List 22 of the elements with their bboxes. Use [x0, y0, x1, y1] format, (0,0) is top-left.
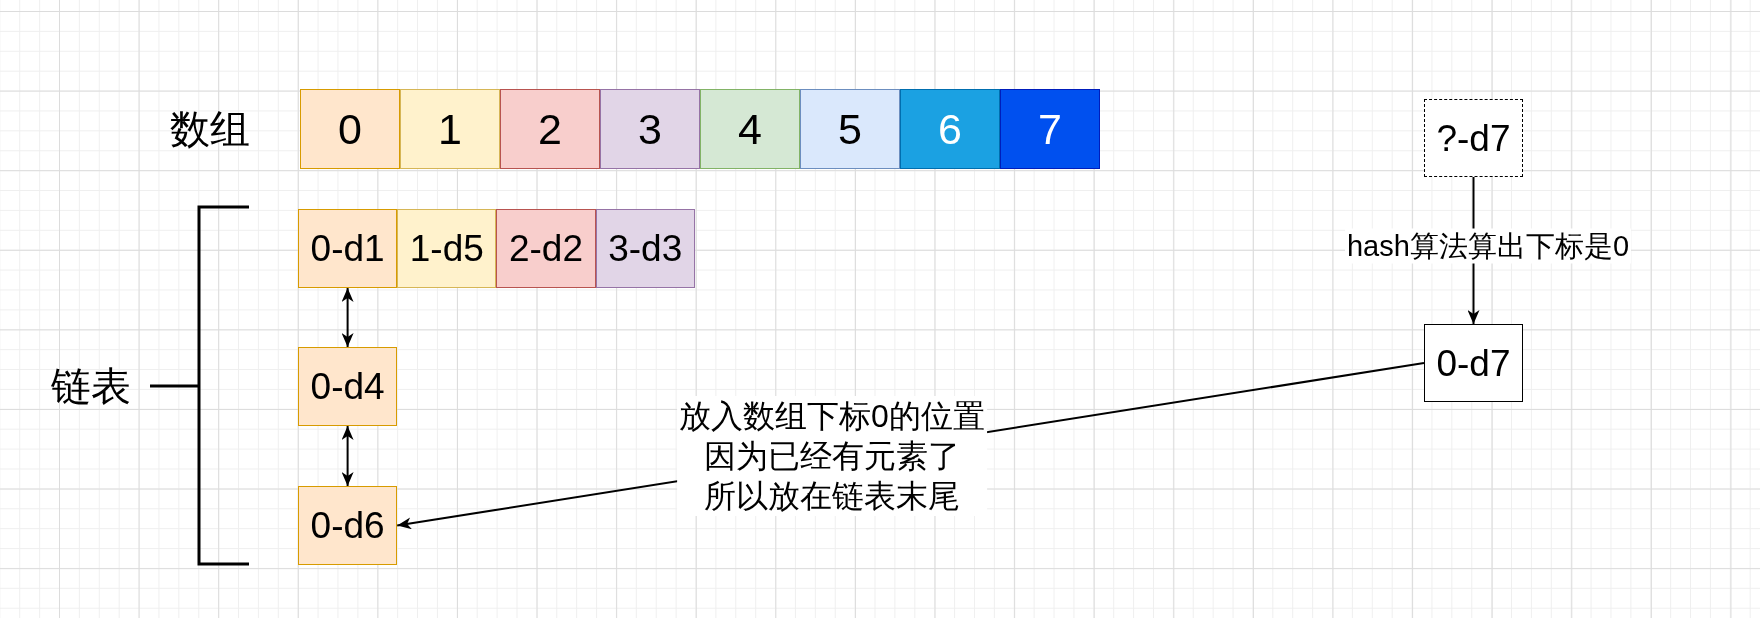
array-cell: 2 — [500, 89, 600, 169]
edge-label: hash算法算出下标是0 — [1345, 228, 1631, 264]
edge-label: 放入数组下标0的位置因为已经有元素了所以放在链表末尾 — [677, 396, 987, 516]
double-arrow — [341, 287, 354, 348]
array-cell: 6 — [900, 89, 1000, 169]
element-box: 0-d7 — [1424, 324, 1523, 402]
list-node: 0-d4 — [298, 347, 398, 426]
row-label: 数组 — [170, 109, 250, 149]
list-node: 0-d6 — [298, 486, 398, 565]
array-cell: 1 — [400, 89, 500, 169]
list-node: 3-d3 — [595, 209, 695, 288]
array-cell: 7 — [1000, 89, 1100, 169]
array-cell: 4 — [700, 89, 800, 169]
array-cell: 0 — [300, 89, 400, 169]
dashed-box: ?-d7 — [1424, 99, 1523, 177]
list-node: 2-d2 — [496, 209, 596, 288]
double-arrow — [341, 425, 354, 487]
array-cell: 3 — [600, 89, 700, 169]
array-cell: 5 — [800, 89, 900, 169]
list-node: 0-d1 — [298, 209, 398, 288]
list-node: 1-d5 — [397, 209, 497, 288]
bracket-label: 链表 — [51, 366, 131, 406]
